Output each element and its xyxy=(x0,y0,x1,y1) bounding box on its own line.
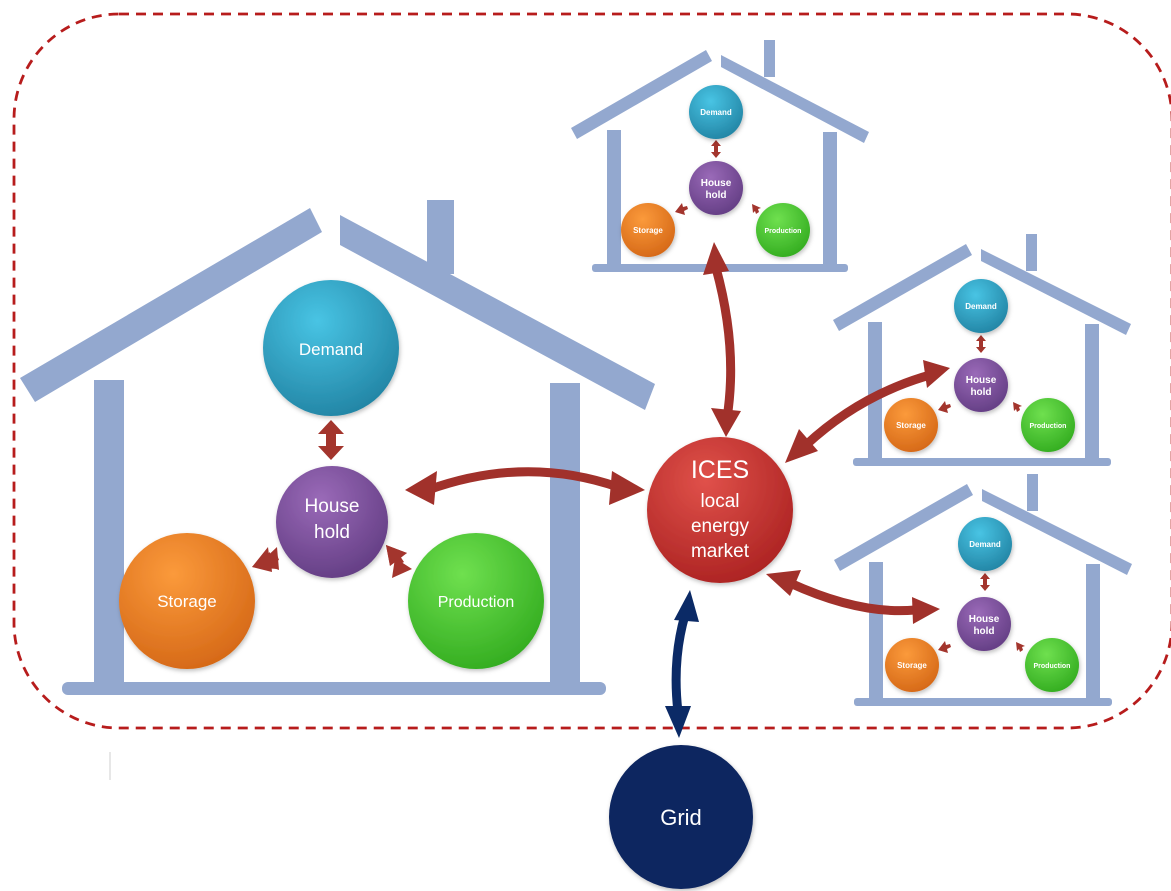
small-house-2-arrows xyxy=(938,335,1022,413)
small-house-1-demand-node xyxy=(689,85,743,139)
main-demand-label: Demand xyxy=(299,340,363,359)
market-connection-arrows xyxy=(405,242,950,738)
arrow-main-house-to-market xyxy=(405,467,645,505)
small-house-2-household-node xyxy=(954,358,1008,412)
small-house-2-demand-label: Demand xyxy=(965,302,997,311)
small-house-1-production-node xyxy=(756,203,810,257)
main-house-outline xyxy=(20,200,655,695)
market-label-line4: market xyxy=(691,541,750,562)
small-house-3-storage-label: Storage xyxy=(897,661,927,670)
small-house-2-demand-node xyxy=(954,279,1008,333)
small-house-1-arrows xyxy=(675,140,761,215)
small-house-2-production-node xyxy=(1021,398,1075,452)
small-house-3-storage-node xyxy=(885,638,939,692)
arrow-house3-to-market xyxy=(766,570,940,624)
small-house-2-household-line1: House xyxy=(966,375,997,386)
small-house-1-household-node xyxy=(689,161,743,215)
small-house-2: Demand House hold Storage Production xyxy=(833,234,1131,466)
community-boundary xyxy=(12,12,1171,730)
small-house-1: Demand House hold Storage Production xyxy=(571,40,869,272)
small-house-3-household-node xyxy=(957,597,1011,651)
small-house-3-production-label: Production xyxy=(1034,663,1071,670)
small-house-1-household-line1: House xyxy=(701,178,732,189)
main-production-label: Production xyxy=(438,594,515,611)
small-house-3-household-line2: hold xyxy=(973,626,994,637)
market-label-line1: ICES xyxy=(691,456,749,484)
small-house-2-outline xyxy=(833,234,1131,466)
main-storage-label: Storage xyxy=(157,592,217,611)
main-household-node: House hold xyxy=(276,466,388,578)
main-household-label-line1: House xyxy=(305,496,360,517)
market-label-line3: energy xyxy=(691,516,750,537)
small-house-1-storage-label: Storage xyxy=(633,226,663,235)
market-label-line2: local xyxy=(700,491,739,512)
grid-label: Grid xyxy=(660,805,702,830)
small-house-1-storage-node xyxy=(621,203,675,257)
small-house-1-production-label: Production xyxy=(765,228,802,235)
small-house-3-household-line1: House xyxy=(969,614,1000,625)
main-house: Demand House hold Storage Production xyxy=(20,200,655,695)
small-house-1-outline xyxy=(571,40,869,272)
arrow-house1-to-market xyxy=(703,242,741,437)
main-production-node: Production xyxy=(408,533,544,669)
small-house-1-household-line2: hold xyxy=(705,190,726,201)
main-internal-arrows-heads xyxy=(252,545,412,578)
small-house-3-arrows xyxy=(938,573,1025,653)
grid-node: Grid xyxy=(609,745,753,889)
small-house-3: Demand House hold Storage Production xyxy=(834,474,1132,706)
small-house-3-production-node xyxy=(1025,638,1079,692)
arrow-grid-to-market xyxy=(665,590,699,738)
main-storage-node: Storage xyxy=(119,533,255,669)
main-demand-node: Demand xyxy=(263,280,399,416)
small-house-2-production-label: Production xyxy=(1030,423,1067,430)
small-house-3-demand-label: Demand xyxy=(969,540,1001,549)
main-household-label-line2: hold xyxy=(314,522,350,543)
small-house-2-household-line2: hold xyxy=(970,387,991,398)
ices-market-node: ICES local energy market xyxy=(647,437,793,583)
arrow-house2-to-market xyxy=(785,360,950,463)
small-house-2-storage-label: Storage xyxy=(896,421,926,430)
small-house-2-storage-node xyxy=(884,398,938,452)
small-house-3-outline xyxy=(834,474,1132,706)
small-house-3-demand-node xyxy=(958,517,1012,571)
small-house-1-demand-label: Demand xyxy=(700,108,732,117)
